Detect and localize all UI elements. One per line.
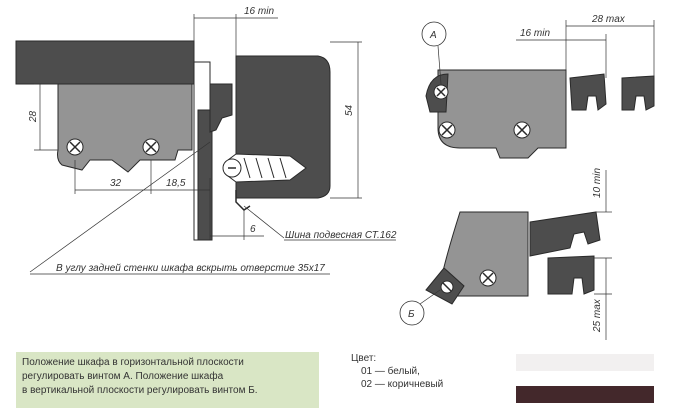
color-legend-title: Цвет: [351, 353, 377, 364]
mounting-rail [209, 83, 233, 133]
callout-a-leader [437, 45, 442, 85]
backwall-leader [29, 141, 211, 273]
dowel-ribs [243, 157, 287, 179]
screw-b-right [479, 269, 497, 287]
screw-a [433, 84, 449, 100]
cabinet-side-dark [197, 109, 213, 241]
note-line-1: Положение шкафа в горизонтальной плоскос… [22, 357, 244, 368]
screw-b [440, 280, 454, 294]
rail-leader [243, 205, 285, 239]
swatch-white [516, 354, 654, 371]
rail-b-lower [547, 255, 595, 295]
dim-16min-right: 16 min [520, 28, 550, 39]
callout-a: А [429, 30, 437, 41]
dim-25max: 25 max [592, 298, 603, 333]
note-line-2: регулировать винтом А. Положение шкафа [22, 371, 224, 382]
color-legend: Цвет: 01 — белый, 02 — коричневый [351, 352, 511, 391]
callout-b-leader [419, 289, 441, 305]
rail-label: Шина подвесная СТ.162 [285, 230, 397, 241]
dim-18-5: 18,5 [166, 178, 186, 189]
dim-28max: 28 max [591, 14, 626, 25]
dim-lines-a [516, 20, 655, 78]
wall-bar [15, 40, 195, 85]
screw-right [142, 138, 160, 156]
callout-a-circle [421, 21, 447, 47]
backwall-label: В углу задней стенки шкафа вскрыть отвер… [56, 262, 325, 274]
callout-b-circle [399, 300, 425, 326]
rail-a-left [569, 73, 607, 111]
rail-a-right [621, 75, 655, 111]
screw-left [66, 138, 84, 156]
dim-lines-left [34, 14, 362, 240]
bracket-body [57, 83, 193, 173]
screw-a-right [513, 121, 531, 139]
adjustment-note: Положение шкафа в горизонтальной плоскос… [16, 352, 319, 408]
swatch-brown [516, 386, 654, 403]
note-line-3: в вертикальной плоскости регулировать ви… [22, 385, 258, 396]
screw-a-lower [438, 121, 456, 139]
dim-28-left: 28 [28, 110, 39, 123]
color-item-white: 01 — белый, [361, 366, 420, 377]
bracket-a-body [437, 69, 567, 159]
callout-b: Б [408, 309, 415, 320]
rail-b-upper [529, 211, 601, 257]
bracket-b-body [439, 211, 529, 297]
dim-54: 54 [344, 104, 355, 116]
dim-lines-b [594, 170, 612, 340]
dim-16min-left: 16 min [244, 6, 274, 17]
dim-32: 32 [110, 178, 122, 189]
color-item-brown: 02 — коричневый [361, 379, 444, 390]
dim-6: 6 [250, 224, 256, 235]
dim-10min: 10 min [592, 168, 603, 198]
